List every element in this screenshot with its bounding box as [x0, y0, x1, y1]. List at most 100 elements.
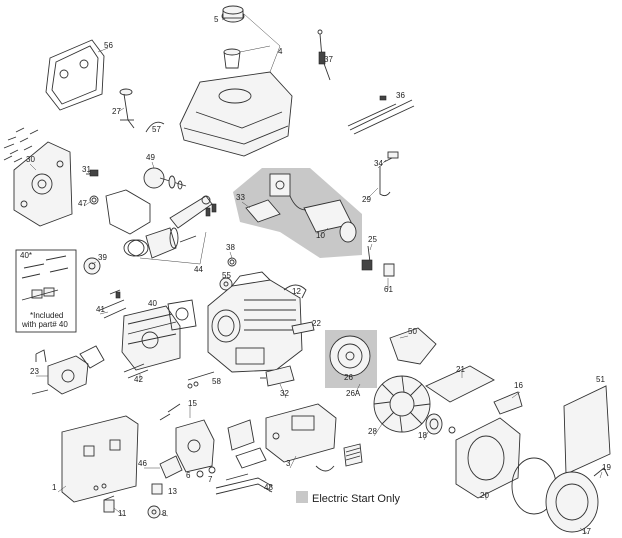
oil-seal: [89, 195, 99, 205]
inset-box: [15, 249, 77, 333]
part-label: 56: [104, 41, 113, 50]
part-label: 25: [368, 235, 377, 244]
intake-manifold: [227, 419, 255, 451]
part-label: 41: [96, 305, 105, 314]
baffle-50: [389, 327, 437, 365]
part-label: 8: [162, 509, 167, 518]
part-label: 17: [582, 527, 591, 536]
part-label: 21: [456, 365, 465, 374]
part-label: 22: [312, 319, 321, 328]
intake-spacer: [235, 447, 267, 469]
starter-bracket: [245, 199, 281, 223]
flywheel-ring: [329, 335, 371, 377]
exhaust-pipe: [35, 349, 47, 363]
head-bolts: [123, 363, 149, 379]
oil-plug: [219, 277, 233, 291]
bracket-22: [291, 321, 315, 335]
fuel-valve-link: [317, 29, 331, 81]
part-label: 33: [236, 193, 245, 202]
valve-parts: [227, 257, 237, 267]
part-label: 6: [186, 471, 191, 480]
throttle-lever: [361, 245, 395, 277]
part-label: 26A: [346, 389, 361, 398]
part-label: 32: [280, 389, 289, 398]
knob-8: [147, 505, 161, 519]
oil-sensor: [86, 169, 99, 177]
part-label: 13: [168, 487, 177, 496]
cylinder-head: [121, 305, 181, 371]
muffler-bolt: [31, 389, 49, 395]
intake-valves: [99, 289, 127, 319]
crankcase-gasket: [45, 39, 105, 111]
throttle-cables: [347, 95, 415, 135]
part-label: 31: [82, 165, 91, 174]
inset-note-line1: *Included: [30, 311, 63, 320]
wiring-harness: [215, 473, 273, 495]
fuel-tank: [179, 71, 293, 157]
fuse-holder-13: [151, 483, 163, 495]
part-label: 40: [148, 299, 157, 308]
part-label: 12: [292, 287, 301, 296]
part-label: 57: [152, 125, 161, 134]
leader-lines: [29, 17, 603, 535]
part-label: 15: [188, 399, 197, 408]
fuel-bowl-screw-6: [196, 470, 204, 478]
part-label: 5: [214, 15, 219, 24]
drain-screw-7: [208, 466, 216, 474]
part-label: 48: [264, 483, 273, 492]
part-label: 42: [134, 375, 143, 384]
part-label: 36: [396, 91, 405, 100]
key-switch: [379, 151, 399, 197]
starter-solenoid: [269, 173, 291, 197]
fuel-strainer: [223, 48, 241, 69]
legend-swatch: [296, 491, 308, 503]
starter-cup: [425, 413, 443, 435]
blower-housing: [455, 417, 521, 499]
bracket-46: [159, 455, 183, 479]
muffler: [47, 355, 89, 395]
flywheel-nut: [448, 426, 456, 434]
part-label: 46: [138, 459, 147, 468]
part-label: 61: [384, 285, 393, 294]
part-label: 19: [602, 463, 611, 472]
part-label: 11: [118, 509, 127, 518]
part-label: 20: [480, 491, 489, 500]
head-gasket: [167, 299, 197, 331]
part-label: 30: [26, 155, 35, 164]
part-label: 23: [30, 367, 39, 376]
bracket-16: [493, 391, 523, 415]
camshaft: [143, 167, 187, 190]
part-number-labels: 5 4 37 56 36 27 57 30 31 49 34 29 47 33 …: [26, 15, 611, 536]
part-label: 4: [278, 47, 283, 56]
stud-58: [187, 371, 215, 389]
part-label: 16: [514, 381, 523, 390]
part-label: 18: [418, 431, 427, 440]
part-label: 47: [78, 199, 87, 208]
fuel-cap: [221, 5, 245, 23]
muffler-gasket: [79, 345, 105, 369]
part-label: 26: [344, 373, 353, 382]
crankcase-bolts: [3, 127, 39, 163]
part-label: 55: [222, 271, 231, 280]
part-label: 50: [408, 327, 417, 336]
inset-note-line2: with part# 40: [21, 320, 68, 329]
side-panel-51: [563, 385, 611, 475]
engine-block: [207, 271, 303, 373]
part-label: 49: [146, 153, 155, 162]
cooling-fan: [373, 375, 431, 433]
part-label: 44: [194, 265, 203, 274]
inset-ref-label: 40*: [20, 251, 32, 260]
engine-switch-11: [103, 495, 115, 513]
piston-and-rings: [123, 227, 197, 259]
part-label: 3: [286, 459, 291, 468]
air-filter-element: [343, 443, 363, 467]
part-label: 1: [52, 483, 57, 492]
recoil-starter: [545, 467, 609, 533]
connecting-rod: [169, 195, 217, 229]
part-label: 7: [208, 475, 213, 484]
part-label: 34: [374, 159, 383, 168]
starter-motor: [289, 195, 357, 243]
ignition-coil: [260, 365, 295, 387]
crankcase-cover: [13, 141, 73, 227]
